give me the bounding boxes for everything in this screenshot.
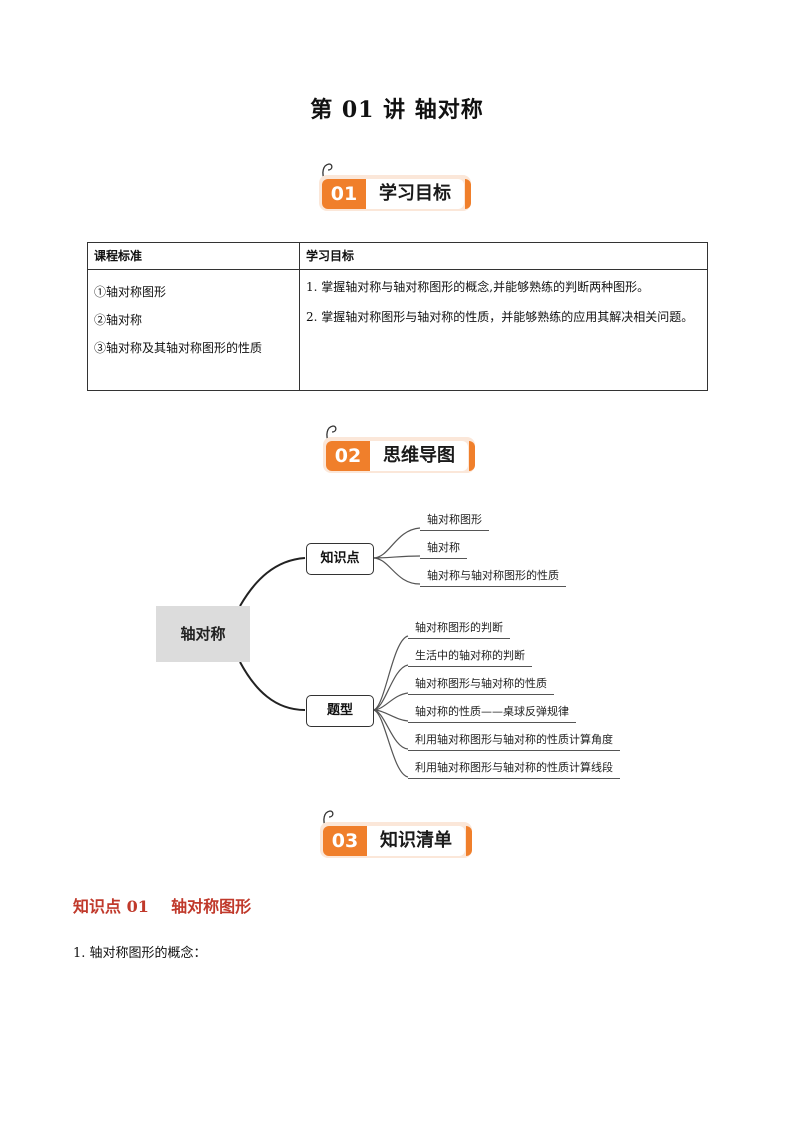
banner-edge: [469, 441, 475, 471]
banner-number: 01: [322, 179, 366, 209]
table-header-row: 课程标准 学习目标: [87, 242, 708, 270]
table-header: 学习目标: [299, 242, 708, 270]
curl-icon: [322, 163, 333, 182]
standard-item: ①轴对称图形: [94, 285, 167, 299]
curl-icon: [326, 425, 337, 444]
mindmap-leaf: 轴对称图形与轴对称的性质: [408, 674, 554, 695]
mindmap-branch-knowledge: 知识点: [306, 543, 374, 575]
mindmap-leaf: 利用轴对称图形与轴对称的性质计算线段: [408, 758, 620, 779]
banner-number: 02: [326, 441, 370, 471]
goal-table: 课程标准 学习目标 ①轴对称图形 ②轴对称 ③轴对称及其轴对称图形的性质 1. …: [87, 242, 708, 391]
table-header: 课程标准: [87, 242, 300, 270]
mindmap-leaf: 轴对称与轴对称图形的性质: [420, 566, 566, 587]
banner-number: 03: [323, 826, 367, 856]
section-banner-01: 01 学习目标: [319, 161, 479, 221]
knowledge-point-heading: 知识点 01 轴对称图形: [73, 897, 252, 916]
banner-label: 知识清单: [367, 826, 465, 856]
banner-edge: [466, 826, 472, 856]
mindmap-branch-questions: 题型: [306, 695, 374, 727]
page-title: 第 01 讲 轴对称: [310, 97, 484, 123]
table-row: ①轴对称图形 ②轴对称 ③轴对称及其轴对称图形的性质 1. 掌握轴对称与轴对称图…: [87, 269, 708, 391]
banner-label: 学习目标: [366, 179, 464, 209]
banner-edge: [465, 179, 471, 209]
standard-item: ②轴对称: [94, 313, 143, 327]
section-banner-02: 02 思维导图: [323, 423, 483, 483]
standards-cell: ①轴对称图形 ②轴对称 ③轴对称及其轴对称图形的性质: [87, 269, 300, 391]
mindmap-leaf: 轴对称图形的判断: [408, 618, 510, 639]
goal-item: 1. 掌握轴对称与轴对称图形的概念,并能够熟练的判断两种图形。: [306, 280, 650, 294]
mindmap-leaf: 利用轴对称图形与轴对称的性质计算角度: [408, 730, 620, 751]
knowledge-point-line: 1. 轴对称图形的概念：: [73, 946, 207, 961]
mindmap-root: 轴对称: [156, 606, 250, 662]
mindmap-leaf: 轴对称的性质——桌球反弹规律: [408, 702, 576, 723]
goals-cell: 1. 掌握轴对称与轴对称图形的概念,并能够熟练的判断两种图形。 2. 掌握轴对称…: [299, 269, 708, 391]
standard-item: ③轴对称及其轴对称图形的性质: [94, 341, 263, 355]
mindmap-leaf: 生活中的轴对称的判断: [408, 646, 532, 667]
section-banner-03: 03 知识清单: [320, 808, 480, 868]
banner-label: 思维导图: [370, 441, 468, 471]
goal-item: 2. 掌握轴对称图形与轴对称的性质，并能够熟练的应用其解决相关问题。: [306, 310, 694, 324]
curl-icon: [323, 810, 334, 829]
mindmap-leaf: 轴对称图形: [420, 510, 489, 531]
mindmap-leaf: 轴对称: [420, 538, 467, 559]
